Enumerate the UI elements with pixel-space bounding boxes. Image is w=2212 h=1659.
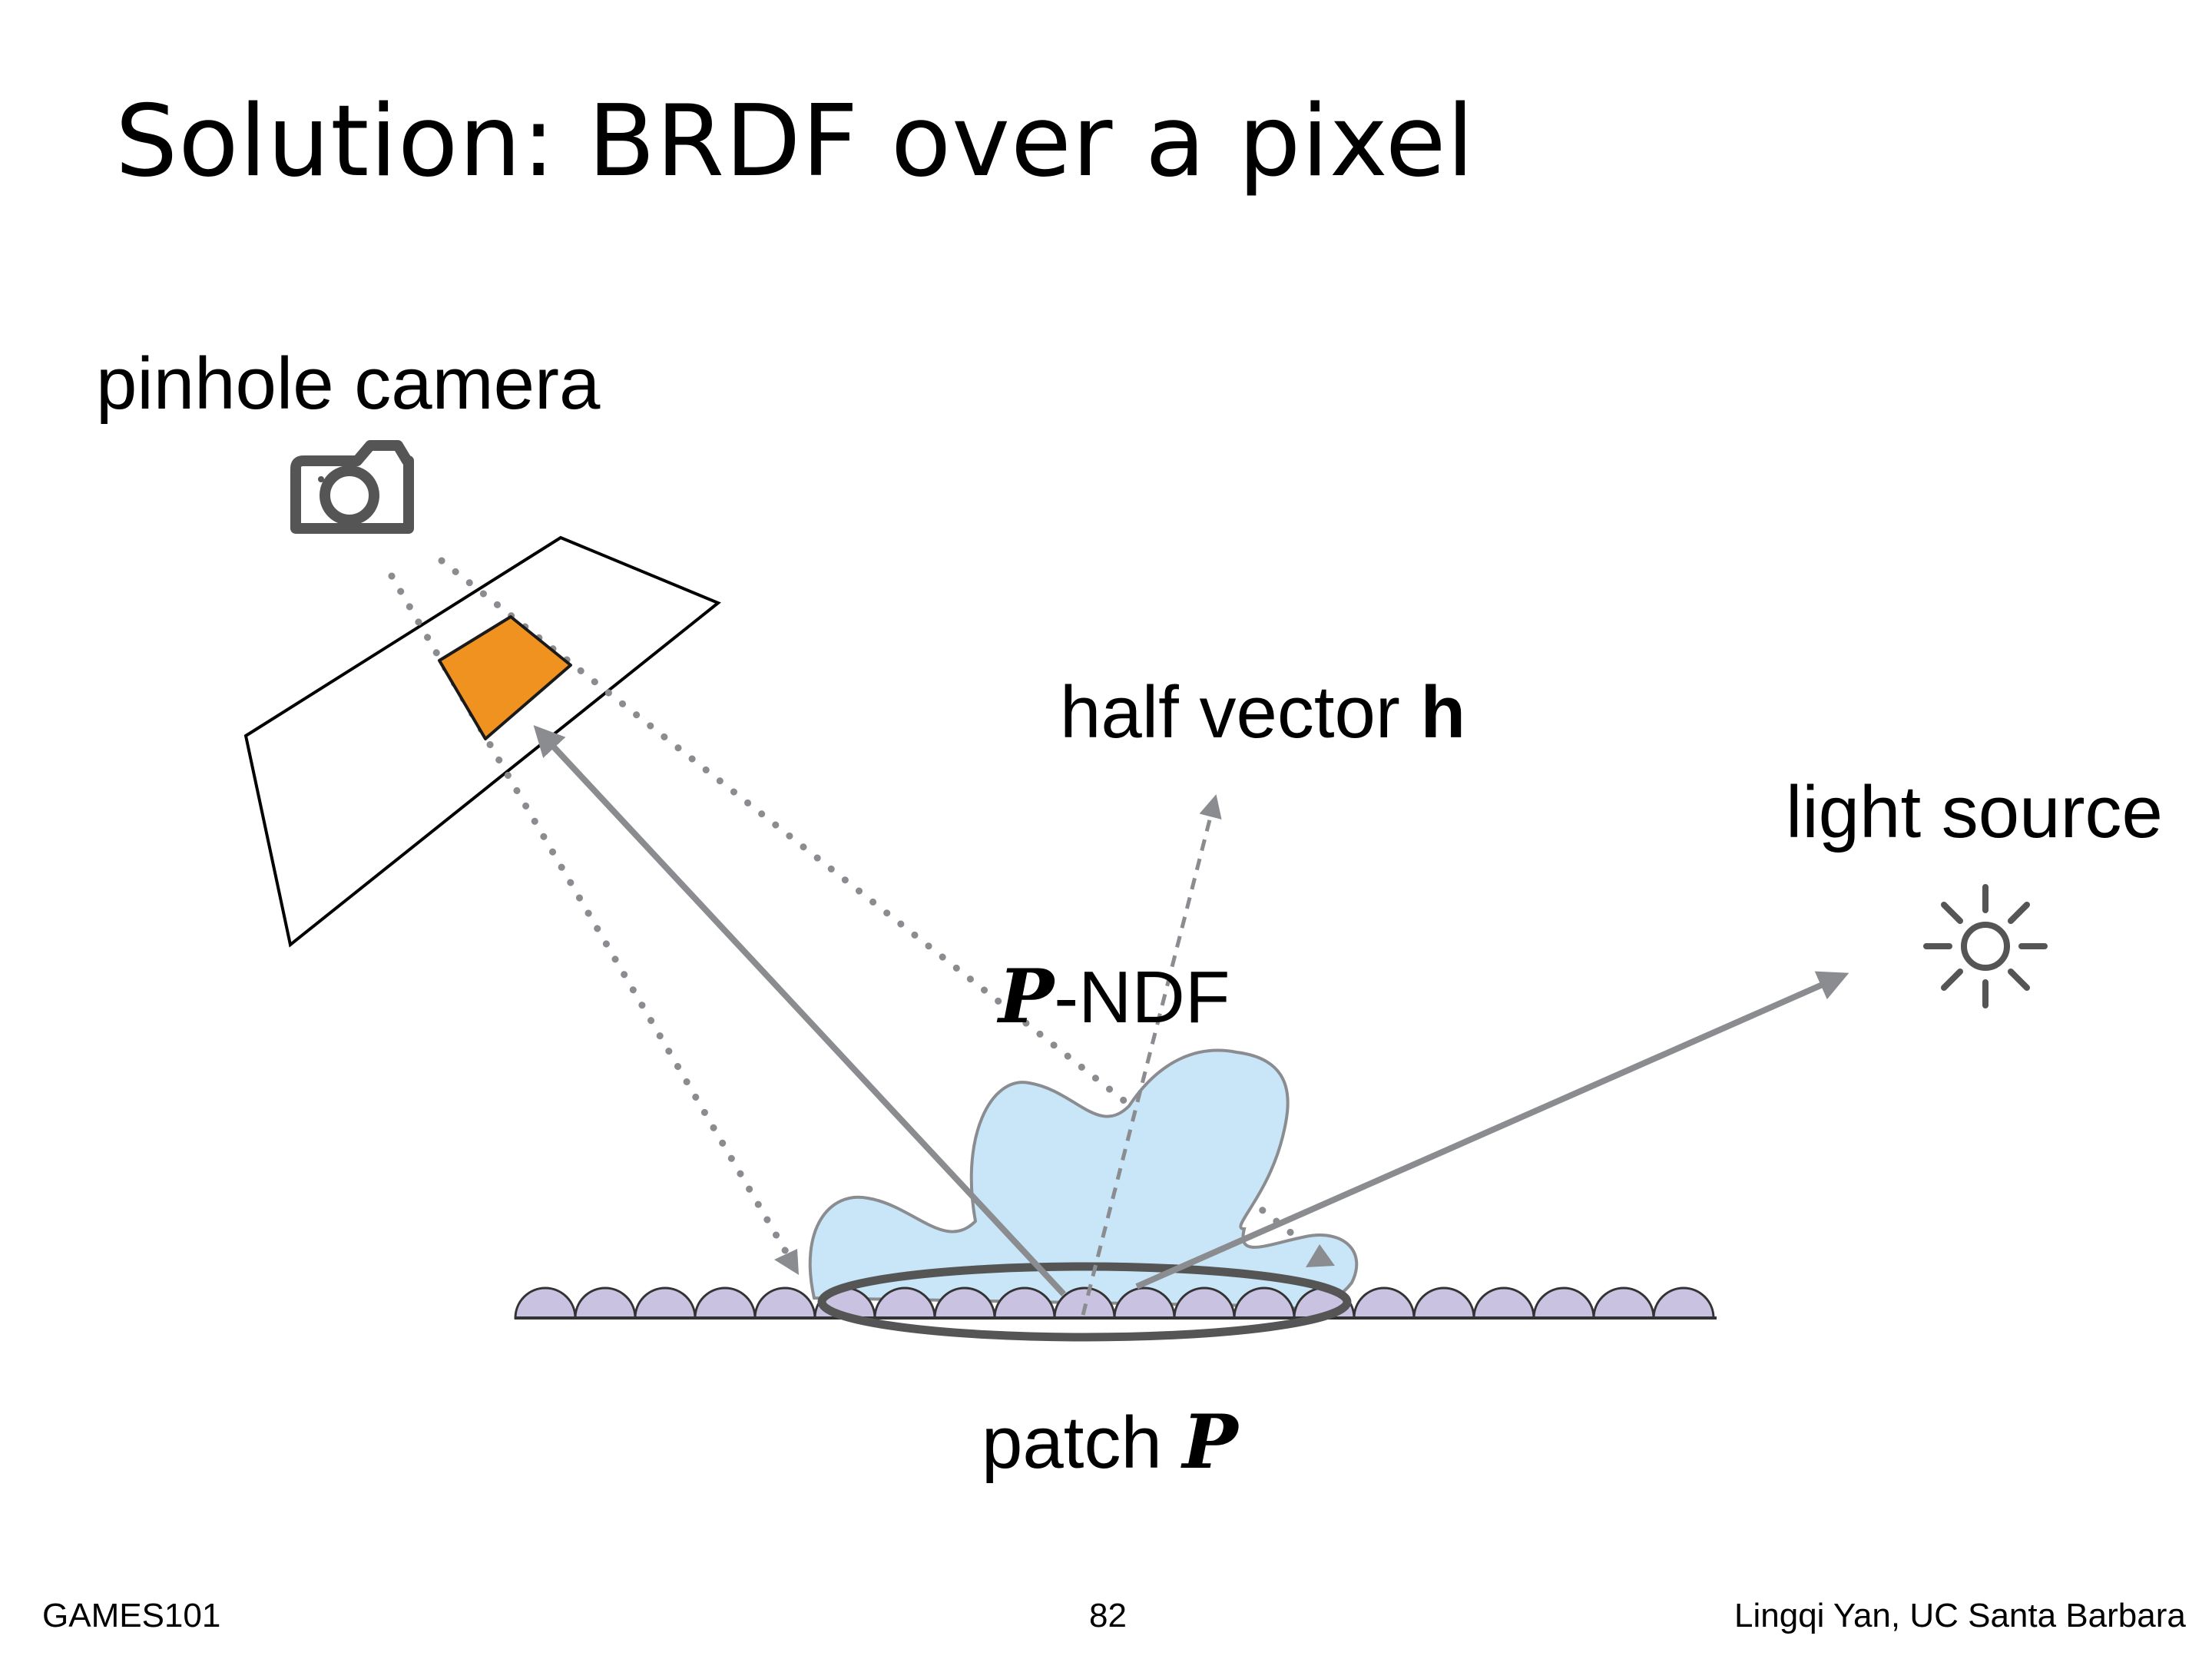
footer-course: GAMES101: [42, 1597, 221, 1634]
microfacet-bump: [873, 1286, 936, 1320]
microfacet-bump: [1532, 1286, 1595, 1320]
camera-ray-right-head: [1306, 1244, 1335, 1267]
microfacet-bump: [993, 1286, 1056, 1320]
microfacet-bump: [1053, 1286, 1116, 1320]
microfacet-bump: [1592, 1286, 1655, 1320]
microfacet-bump: [1233, 1286, 1296, 1320]
microfacet-bump: [514, 1286, 577, 1320]
slide-title: Solution: BRDF over a pixel: [115, 84, 1475, 199]
microfacet-bump: [574, 1286, 637, 1320]
light-ray: [1135, 971, 1849, 1290]
image-plane: [243, 535, 721, 948]
patch-ellipse: [817, 1262, 1352, 1342]
pixel-footprint: [438, 615, 572, 740]
microfacet-bump: [1412, 1286, 1475, 1320]
microfacet-bump: [933, 1286, 996, 1320]
half-vector-symbol: h: [1420, 671, 1466, 753]
footer-page-number: 82: [1089, 1597, 1127, 1634]
half-vector-label: half vector h: [1060, 676, 1465, 750]
ndf-label: P-NDF: [998, 960, 1230, 1035]
footer-author: Lingqi Yan, UC Santa Barbara: [1734, 1597, 2186, 1634]
microfacet-bump: [1173, 1286, 1236, 1320]
view-ray: [533, 725, 1066, 1296]
microfacet-bump: [1113, 1286, 1176, 1320]
patch-symbol: P: [1182, 1399, 1238, 1485]
ndf-text: -NDF: [1054, 956, 1230, 1038]
ndf-blob: [808, 1048, 1359, 1310]
camera-label: pinhole camera: [96, 343, 601, 425]
patch-text: patch: [982, 1402, 1183, 1484]
microfacet-bump: [1652, 1286, 1715, 1320]
camera-icon: [290, 440, 414, 534]
microfacet-bump: [694, 1286, 757, 1320]
half-vector-text: half vector: [1060, 671, 1421, 753]
half-vector-line: [1081, 794, 1222, 1316]
camera-ray-left-head: [774, 1249, 799, 1275]
sun-icon: [1923, 884, 2048, 1008]
light-source-label: light source: [1786, 771, 2163, 853]
microfacet-bump: [1353, 1286, 1416, 1320]
microfacet-bump: [753, 1286, 816, 1320]
microfacet-bump: [634, 1286, 697, 1320]
microfacet-bump: [1472, 1286, 1535, 1320]
ndf-symbol: P: [998, 953, 1055, 1040]
patch-label: patch P: [982, 1406, 1238, 1480]
